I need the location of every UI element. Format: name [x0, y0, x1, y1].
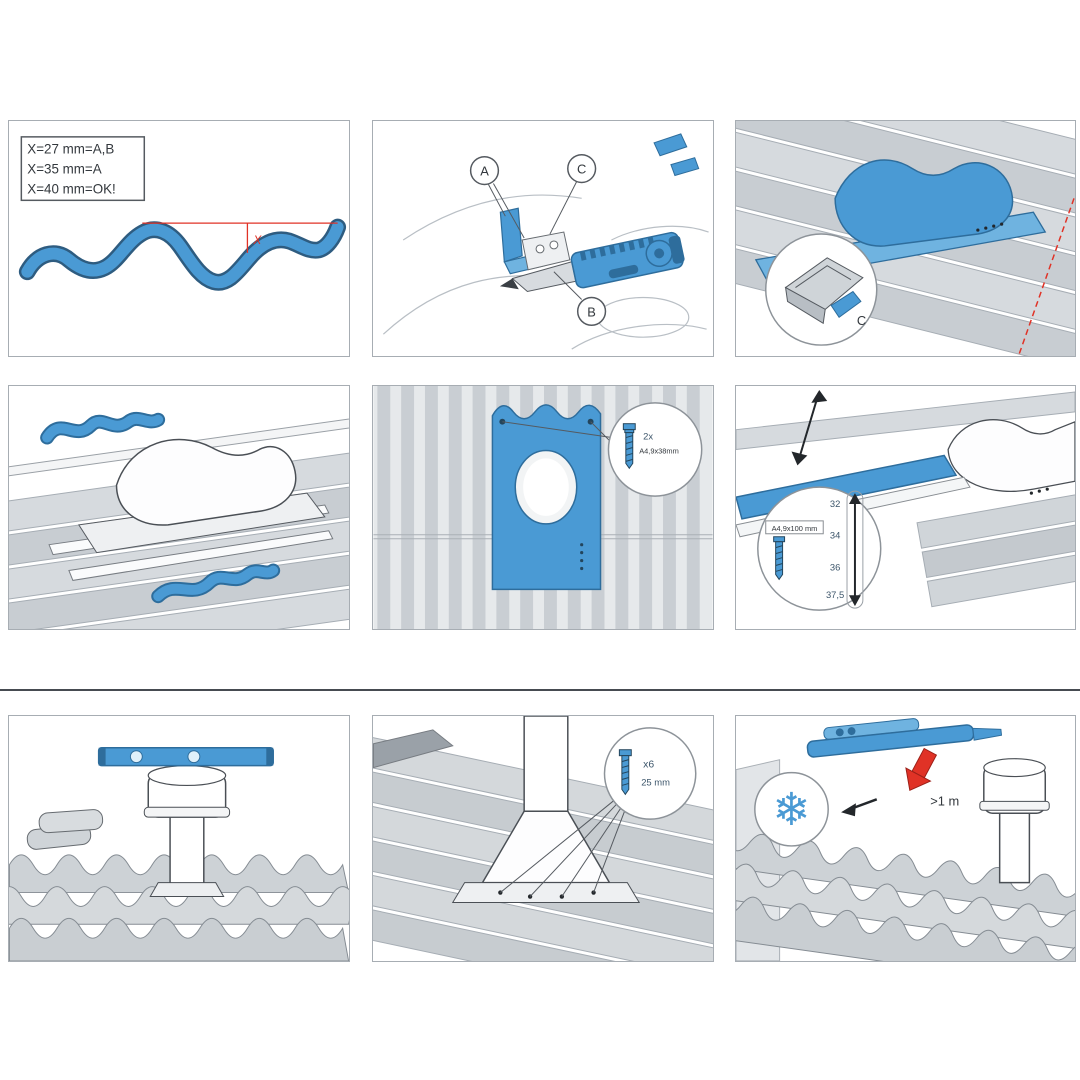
roof-tiles-right	[916, 487, 1075, 608]
panel-clamp-install	[8, 385, 350, 630]
section-divider	[0, 689, 1080, 691]
scale-value-4: 37,5	[826, 589, 844, 600]
plate-illustration: 2x A4,9x38mm	[373, 386, 713, 629]
cutoff-scraps	[653, 133, 700, 177]
screw-size: A4,9x38mm	[639, 446, 679, 455]
clamp-top-icon	[40, 411, 166, 445]
screw-icon	[622, 423, 636, 470]
panel-level-check	[8, 715, 350, 962]
measurement-line: X	[142, 222, 338, 253]
screw-count: 2x	[643, 431, 653, 442]
ridge-tile	[373, 729, 454, 769]
vent-saddle	[947, 419, 1075, 492]
note-line-1: X=27 mm=A,B	[27, 142, 114, 157]
roof-vent	[143, 765, 231, 898]
screws-illustration: x6 25 mm	[373, 716, 713, 961]
panel-seal-screws: x6 25 mm	[372, 715, 714, 962]
profile-illustration: X=27 mm=A,B X=35 mm=A X=40 mm=OK! X	[18, 136, 347, 291]
dimension-label: X	[252, 233, 262, 247]
screw-callout: 2x A4,9x38mm	[502, 402, 703, 497]
ridge-batten	[736, 391, 1075, 451]
panel-screw-plate: 2x A4,9x38mm	[372, 385, 714, 630]
place-arrow-icon	[905, 747, 938, 791]
label-c: C	[577, 162, 586, 177]
detail-inset: C	[764, 233, 878, 346]
panel-profile-measurement: X=27 mm=A,B X=35 mm=A X=40 mm=OK! X	[8, 120, 350, 357]
note-line-2: X=35 mm=A	[27, 162, 101, 177]
corner-adapter	[499, 207, 571, 275]
screw-icon	[618, 749, 632, 796]
adjust-illustration: A4,9x100 mm 32 34 36 37,5	[736, 390, 1075, 611]
label-a: A	[480, 164, 489, 179]
label-circle-b: B	[576, 296, 607, 327]
cutting-illustration: A C B	[382, 133, 709, 350]
detail-label-c: C	[857, 313, 866, 328]
scale-value-1: 32	[830, 498, 840, 509]
roof-tiles	[736, 827, 1075, 961]
measurement-inset: A4,9x100 mm 32 34 36 37,5	[757, 486, 882, 611]
screw-count: x6	[643, 760, 654, 771]
screw-size: 25 mm	[641, 776, 670, 787]
utility-knife-icon	[499, 231, 685, 293]
flashing-illustration: C	[736, 121, 1075, 356]
panel-fit-flashing: C	[735, 120, 1076, 357]
panel-adjust-position: A4,9x100 mm 32 34 36 37,5	[735, 385, 1076, 630]
scale-value-3: 36	[830, 561, 840, 572]
snowflake-icon: ❄	[772, 784, 810, 835]
mounting-plate	[491, 404, 602, 591]
note-box: X=27 mm=A,B X=35 mm=A X=40 mm=OK!	[20, 136, 146, 202]
vent-saddle	[115, 438, 297, 526]
screw-callout: x6 25 mm	[500, 727, 697, 897]
clamp-bottom-icon	[151, 563, 281, 604]
panel-winter-clearance: ❄ >1 m	[735, 715, 1076, 962]
spirit-level-icon	[97, 746, 274, 767]
winter-badge: ❄	[754, 771, 829, 847]
direction-arrow	[841, 798, 878, 817]
tile-profile	[18, 218, 347, 291]
label-circle-a: A	[469, 155, 500, 186]
roof-vent	[979, 758, 1050, 884]
callout-lines	[488, 181, 583, 300]
spacing-arrow	[791, 390, 828, 466]
note-line-3: X=40 mm=OK!	[27, 181, 115, 196]
scale-value-2: 34	[830, 530, 840, 541]
roof-tiles	[9, 809, 349, 961]
screw-icon	[773, 536, 786, 581]
distance-label: >1 m	[930, 793, 959, 808]
label-b: B	[587, 304, 596, 319]
cut-guide-line	[1017, 198, 1075, 356]
vent-pipe-boot	[451, 716, 641, 903]
screw-size-label: A4,9x100 mm	[772, 524, 818, 533]
level-illustration	[9, 746, 349, 961]
panel-cut-adapter: A C B	[372, 120, 714, 357]
winter-illustration: ❄ >1 m	[736, 718, 1075, 961]
clamp-illustration	[9, 410, 349, 629]
label-circle-c: C	[567, 153, 597, 184]
snow-tool-icon	[806, 718, 1003, 758]
